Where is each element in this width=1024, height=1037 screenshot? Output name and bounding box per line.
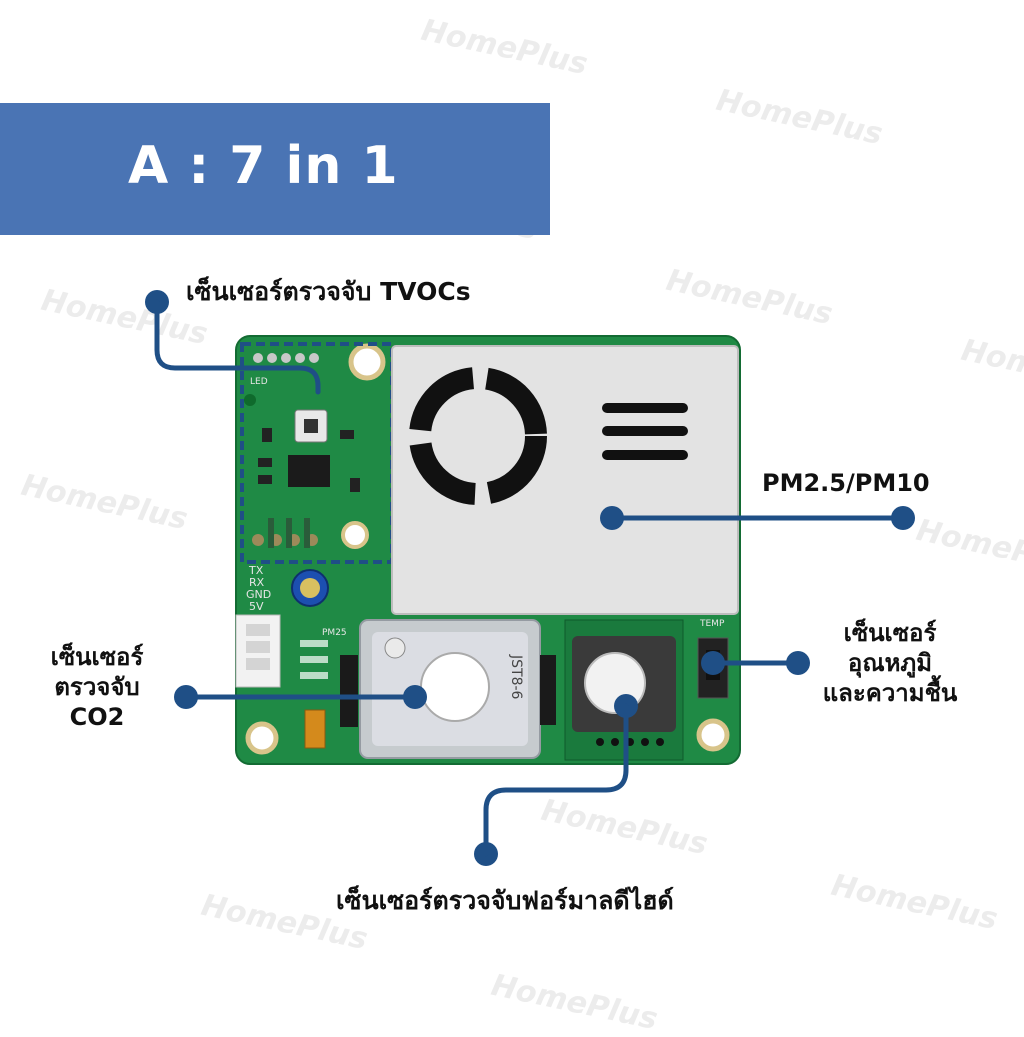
co2-sensor-window <box>420 652 490 722</box>
mount-hole <box>245 721 279 755</box>
vent-slot <box>602 403 688 413</box>
header-pads <box>253 353 319 363</box>
tvoc-pin-header <box>252 518 318 548</box>
formaldehyde-label: เซ็นเซอร์ตรวจจับฟอร์มาลดีไฮด์ <box>336 886 674 915</box>
mount-hole <box>696 718 730 752</box>
banner-title: A : 7 in 1 <box>128 136 399 196</box>
pin-label-rx: RX <box>249 576 265 589</box>
pin-label-5v: 5V <box>249 600 264 613</box>
callout-temp <box>701 651 810 675</box>
tvoc-label: เซ็นเซอร์ตรวจจับ TVOCs <box>186 277 471 306</box>
temp-label-line: เซ็นเซอร์ <box>843 619 937 647</box>
vent-slot <box>602 450 688 460</box>
callout-co2 <box>174 685 427 709</box>
vent-slot <box>602 426 688 436</box>
callout-tvoc <box>145 290 321 395</box>
callout-pm <box>600 506 915 530</box>
co2-label: เซ็นเซอร์ ตรวจจับ CO2 <box>22 642 172 732</box>
temp-label: TEMP <box>699 619 725 629</box>
tantalum-capacitor <box>304 709 326 749</box>
led-label: LED <box>250 377 268 387</box>
temp-humidity-label: เซ็นเซอร์ อุณหภูมิ และความชื้น <box>800 618 980 708</box>
co2-label-line: CO2 <box>69 703 125 731</box>
callout-formaldehyde <box>474 694 638 866</box>
fan-inlet-icon <box>409 367 547 505</box>
pin-label-tx: TX <box>248 564 264 577</box>
title-banner <box>0 103 550 235</box>
pm-label: PM2.5/PM10 <box>762 469 930 497</box>
temp-label-line: และความชื้น <box>822 679 958 707</box>
pin-label-gnd: GND <box>246 588 271 601</box>
temp-label-line: อุณหภูมิ <box>847 649 933 677</box>
mount-hole <box>348 343 386 381</box>
co2-label-line: ตรวจจับ <box>54 673 140 701</box>
ic-chip <box>288 455 330 487</box>
co2-label-line: เซ็นเซอร์ <box>50 643 144 671</box>
pm25-label: PM25 <box>322 628 347 638</box>
co2-module-label: JST8-6 <box>508 654 524 700</box>
mount-hole <box>341 521 369 549</box>
